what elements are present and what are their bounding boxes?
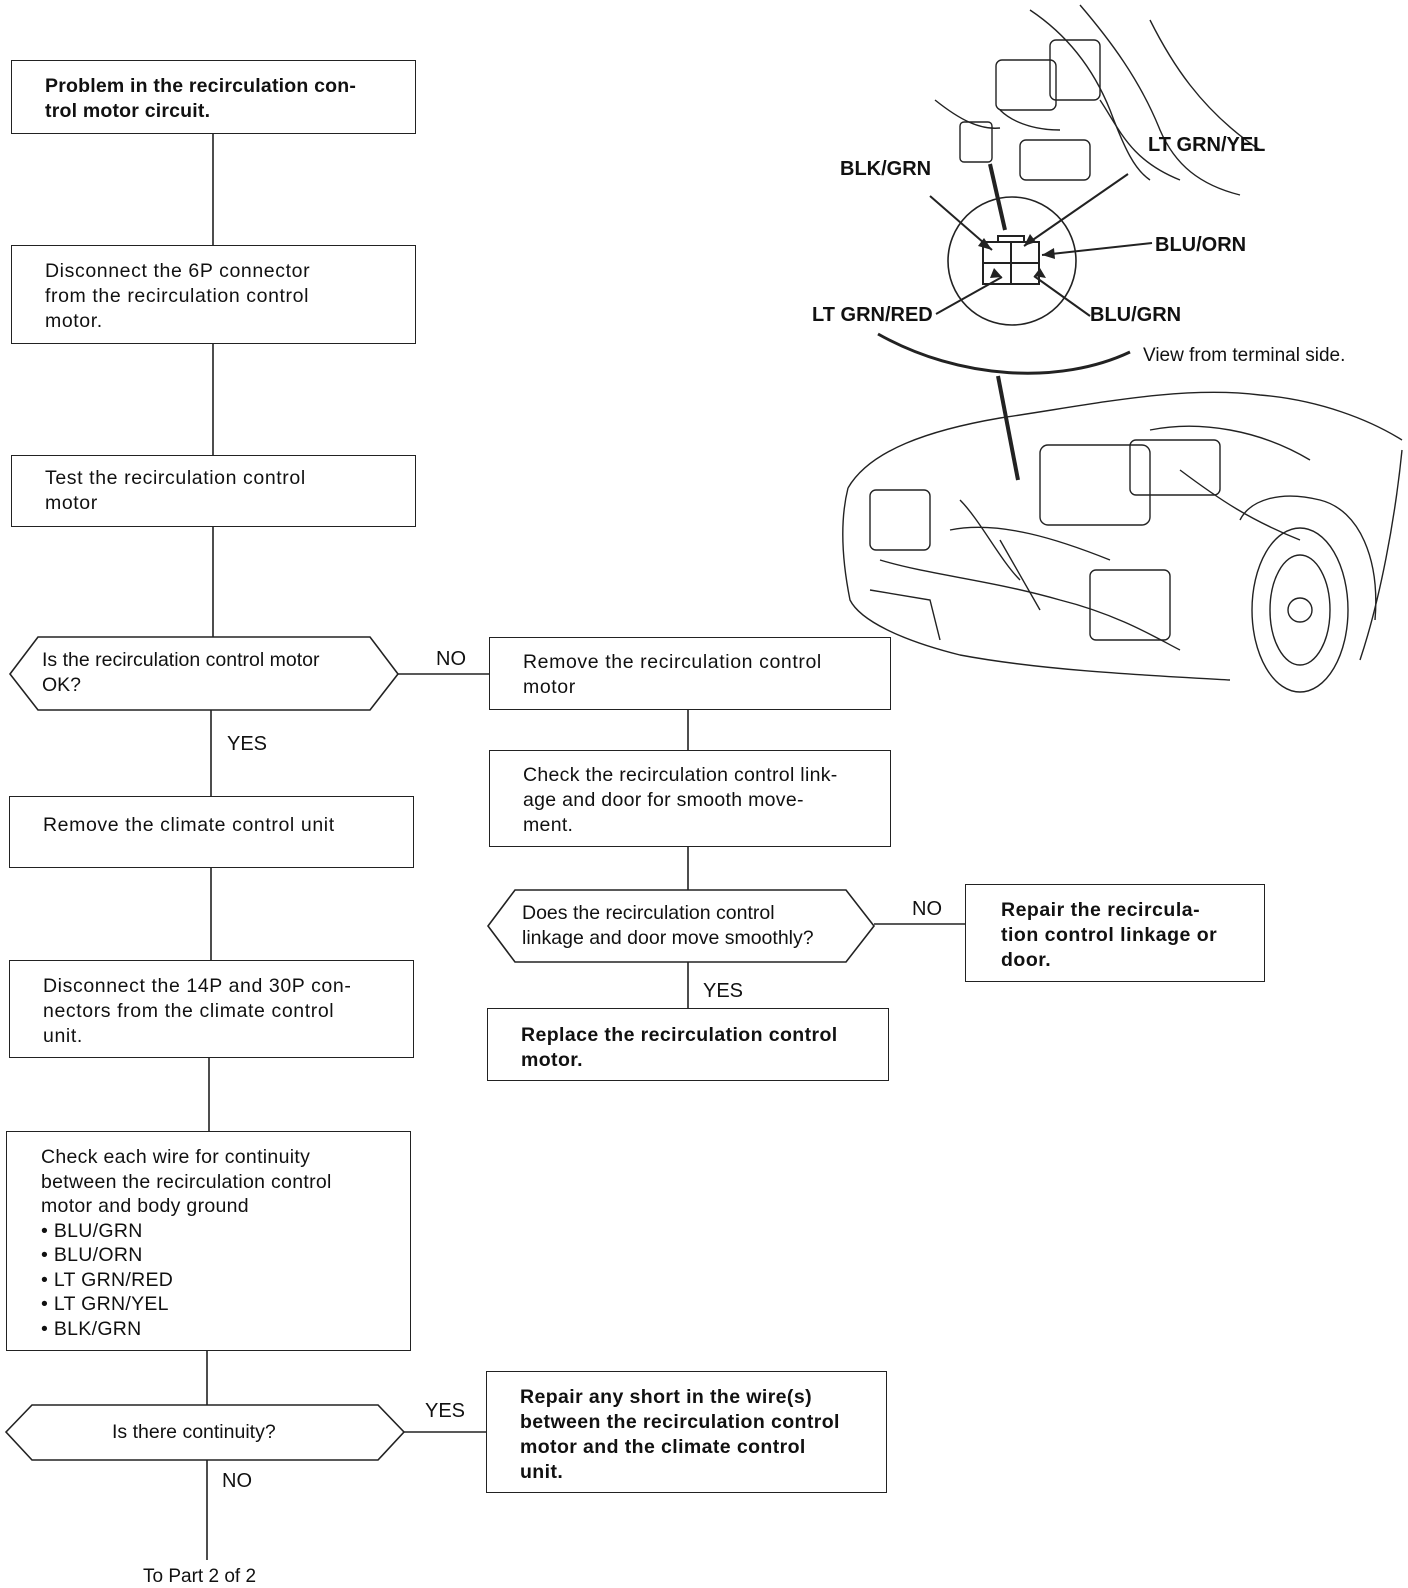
branch-motor-ok-no: NO <box>436 648 466 670</box>
decision-continuity-text: Is there continuity? <box>112 1421 276 1443</box>
step-problem-text: Problem in the recirculation con- trol m… <box>45 75 357 122</box>
wire-label-blu-orn: BLU/ORN <box>1155 234 1247 256</box>
step-repair-linkage: Repair the recircula- tion control linka… <box>965 884 1265 982</box>
branch-motor-ok-yes: YES <box>227 733 268 755</box>
step-disconnect-6p: Disconnect the 6P connector from the rec… <box>11 245 416 344</box>
step-remove-motor-text: Remove the recirculation control motor <box>523 651 822 698</box>
wire-label-blu-grn: BLU/GRN <box>1090 304 1182 326</box>
decision-linkage-text: Does the recirculation control linkage a… <box>522 902 814 949</box>
decision-shape-motor-ok <box>8 636 400 711</box>
branch-linkage-no: NO <box>912 898 942 920</box>
decision-motor-ok-text: Is the recirculation control motor OK? <box>42 649 320 696</box>
decision-shape-continuity <box>4 1404 406 1461</box>
step-problem: Problem in the recirculation con- trol m… <box>11 60 416 134</box>
step-check-wires: Check each wire for continuity between t… <box>6 1131 411 1351</box>
branch-linkage-yes: YES <box>703 980 744 1002</box>
step-repair-short-text: Repair any short in the wire(s) between … <box>520 1386 840 1483</box>
step-disconnect-6p-text: Disconnect the 6P connector from the rec… <box>45 260 311 332</box>
wire-label-blk-grn: BLK/GRN <box>840 158 932 180</box>
step-remove-unit-text: Remove the climate control unit <box>43 814 335 836</box>
decision-shape-linkage <box>487 889 876 963</box>
step-remove-unit: Remove the climate control unit <box>9 796 414 868</box>
footer-to-part-2: To Part 2 of 2 <box>143 1566 257 1587</box>
step-disconnect-14p-text: Disconnect the 14P and 30P con- nectors … <box>43 975 352 1047</box>
step-check-wires-text: Check each wire for continuity between t… <box>41 1146 332 1340</box>
branch-continuity-no: NO <box>222 1470 252 1492</box>
step-test-motor-text: Test the recirculation control motor <box>45 467 306 514</box>
engine-bay-illustration <box>842 4 1403 693</box>
wire-label-lt-grn-yel: LT GRN/YEL <box>1148 134 1266 156</box>
step-replace-motor: Replace the recirculation control motor. <box>487 1008 889 1081</box>
step-repair-short: Repair any short in the wire(s) between … <box>486 1371 887 1493</box>
step-test-motor: Test the recirculation control motor <box>11 455 416 527</box>
step-disconnect-14p: Disconnect the 14P and 30P con- nectors … <box>9 960 414 1058</box>
step-check-linkage-text: Check the recirculation control link- ag… <box>523 764 838 836</box>
step-remove-motor: Remove the recirculation control motor <box>489 637 891 710</box>
wire-label-lt-grn-red: LT GRN/RED <box>812 304 933 326</box>
step-check-linkage: Check the recirculation control link- ag… <box>489 750 891 847</box>
view-note: View from terminal side. <box>1143 345 1346 366</box>
step-repair-linkage-text: Repair the recircula- tion control linka… <box>1001 899 1218 971</box>
step-replace-motor-text: Replace the recirculation control motor. <box>521 1024 838 1071</box>
branch-continuity-yes: YES <box>425 1400 466 1422</box>
